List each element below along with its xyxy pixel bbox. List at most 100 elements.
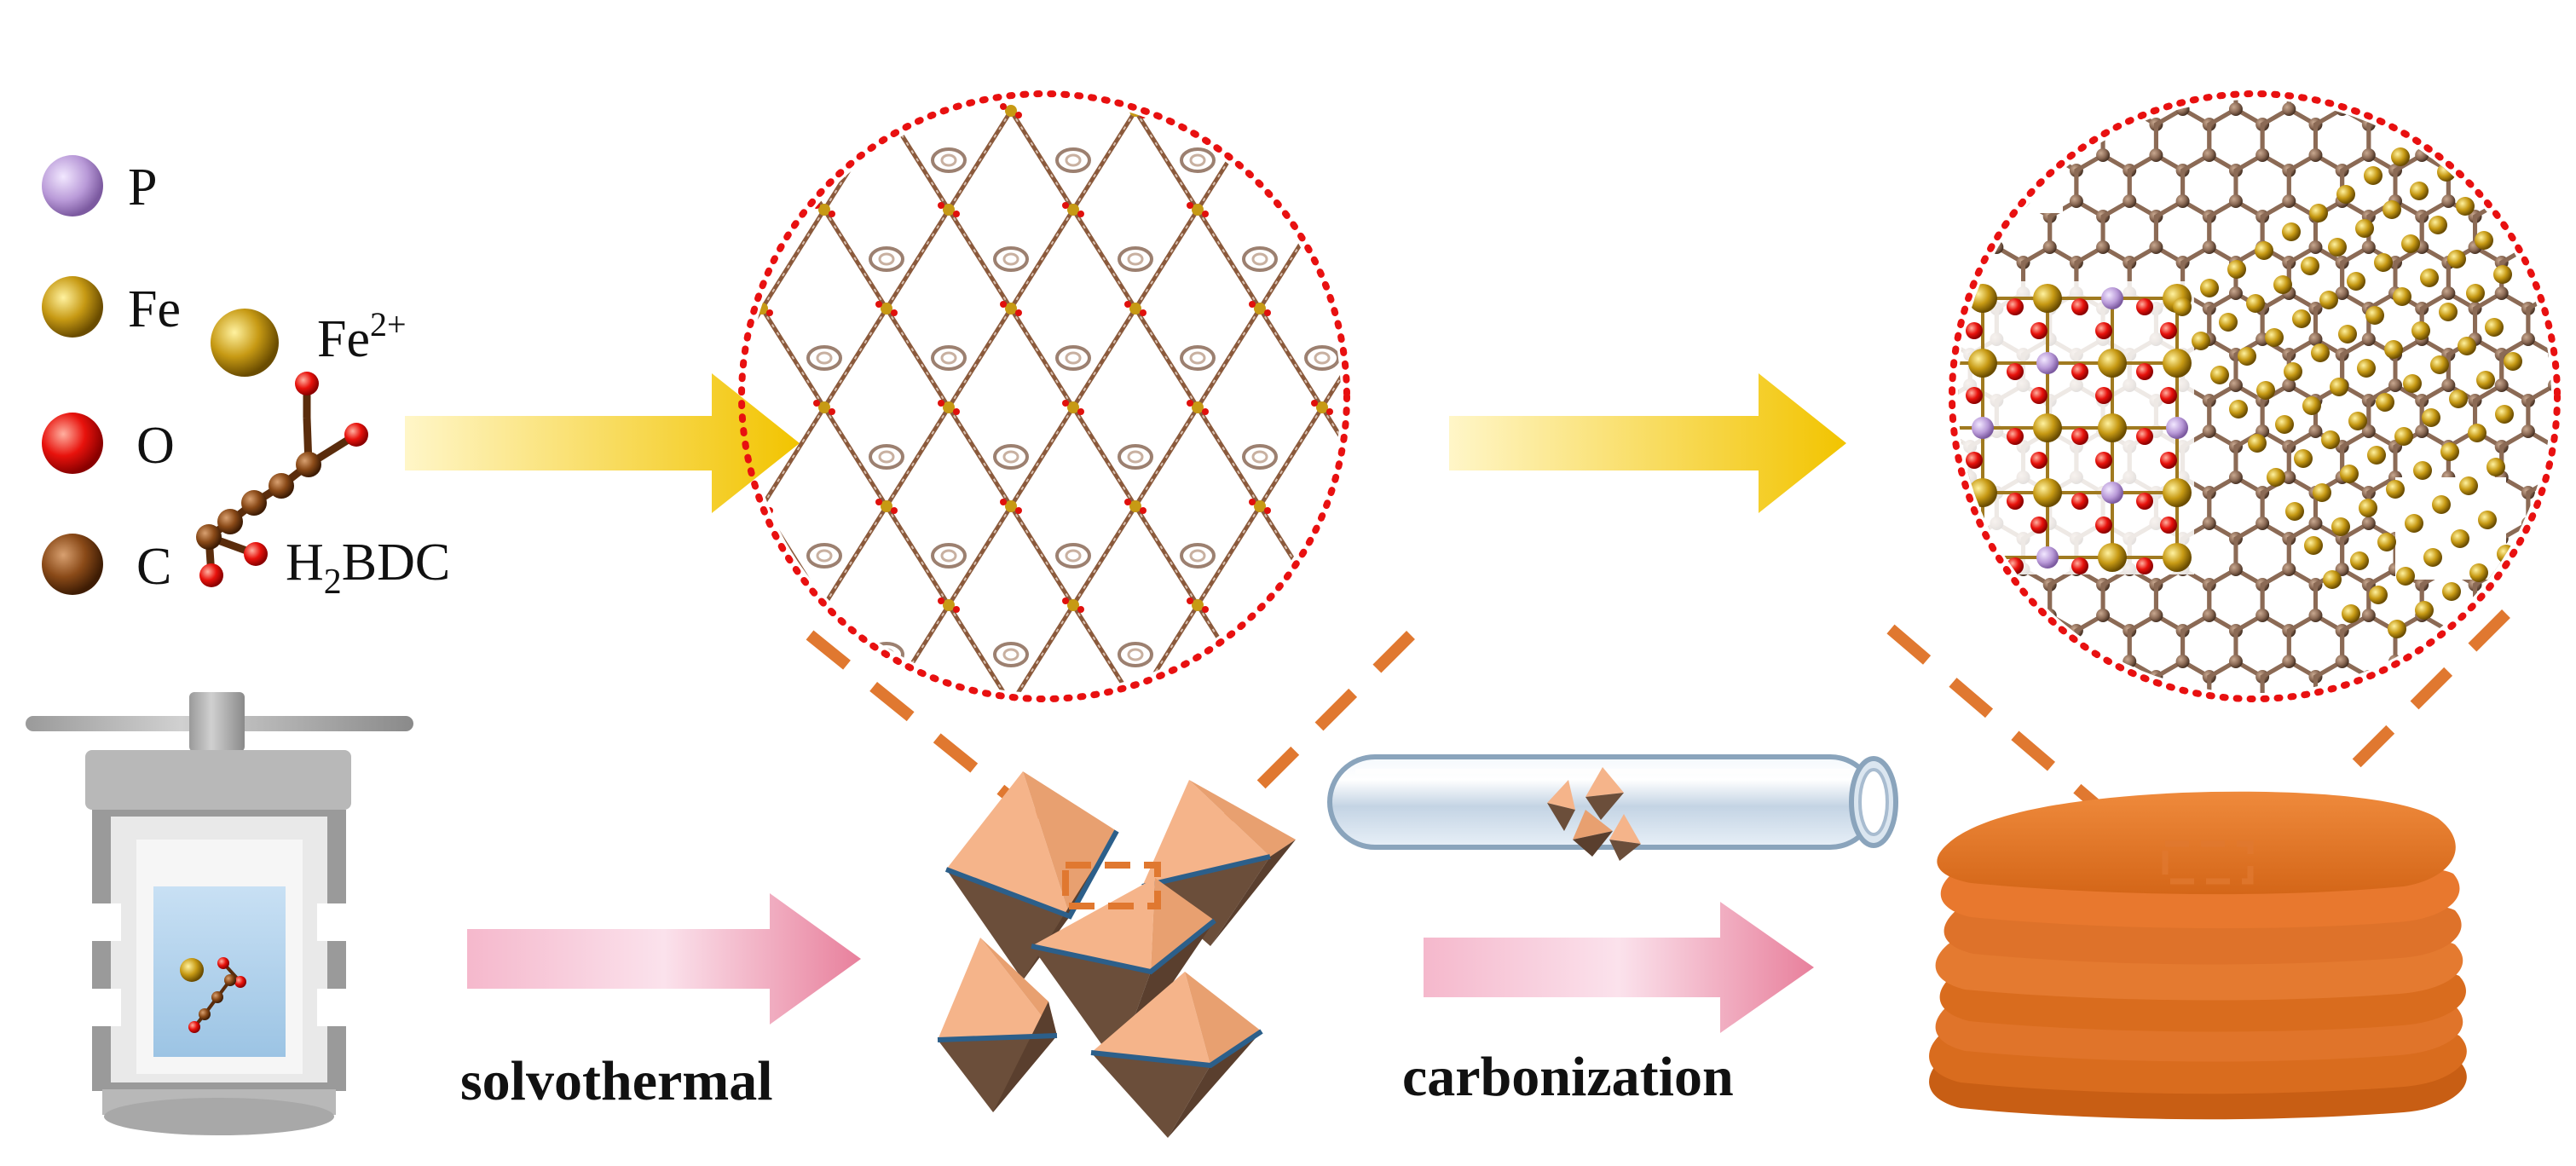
lattice-strut-detail — [886, 308, 950, 408]
fe-particle — [2391, 147, 2410, 166]
step-label-carbonization: carbonization — [1402, 1046, 1734, 1108]
pore-ring — [993, 642, 1029, 667]
pore-ring-inner — [1251, 648, 1268, 661]
carbon-atom — [2335, 655, 2349, 668]
o-node — [1062, 400, 1069, 407]
fe-particle — [2459, 476, 2478, 495]
o-node — [1311, 597, 1318, 604]
pore-ring — [1180, 345, 1216, 371]
o-node — [1124, 301, 1131, 308]
pore-ring-inner — [1189, 549, 1206, 563]
pore-ring-inner — [1002, 648, 1019, 661]
legend-label-fe: Fe — [128, 280, 181, 338]
o-node — [1015, 309, 1022, 316]
fe-atom — [1903, 349, 1932, 378]
pore-ring-inner — [940, 351, 957, 365]
fe-particle — [2347, 272, 2365, 291]
carbon-atom — [1963, 164, 1978, 177]
o-atom — [2136, 428, 2153, 445]
carbon-atom — [2521, 578, 2535, 592]
carbon-atom — [2441, 378, 2456, 392]
fe-particle — [2331, 517, 2350, 536]
carbon-atom — [2521, 332, 2535, 346]
o-node — [1435, 202, 1442, 209]
carbon-atom — [1963, 532, 1978, 545]
carbon-atom — [2468, 118, 2482, 131]
carbon-hexagon — [2446, 100, 2504, 127]
carbon-atom — [1990, 670, 2004, 684]
o-node — [1373, 103, 1380, 110]
fe-node — [881, 303, 892, 315]
carbon-atom — [2548, 286, 2551, 300]
o-atom — [2071, 493, 2088, 510]
o-node — [766, 309, 773, 316]
fe-node — [1254, 105, 1266, 117]
o-node — [1311, 400, 1318, 407]
fe-particle — [2304, 536, 2323, 555]
o-node — [1000, 103, 1007, 110]
zoom-marker-mof — [1062, 862, 1161, 909]
o-atom — [1901, 452, 1918, 469]
o-node — [1015, 705, 1022, 712]
fe-node — [1067, 401, 1079, 413]
fe-particle — [2384, 340, 2403, 359]
carbon-atom — [2042, 240, 2057, 254]
o-atom — [2160, 387, 2177, 404]
fe-particle — [2383, 200, 2401, 219]
carbon-hexagon — [2393, 100, 2451, 127]
fe-particle — [2284, 362, 2302, 381]
o-node — [751, 696, 758, 703]
fe-particle — [2357, 359, 2376, 378]
carbon-atom — [2361, 148, 2376, 162]
o-node — [766, 705, 773, 712]
p-atom — [2036, 546, 2059, 569]
carbon-atom — [2149, 148, 2163, 162]
fe-particle — [2430, 355, 2449, 374]
carbon-atom — [2548, 72, 2562, 85]
fe-atom — [1903, 413, 1932, 442]
h2bdc-atoms — [196, 372, 368, 587]
fe-particle — [2476, 371, 2495, 390]
carbon-hexagon — [2499, 613, 2551, 679]
fe-ion-icon — [211, 309, 279, 377]
lattice-strut-detail — [1384, 309, 1447, 407]
carbon-atom — [2494, 655, 2509, 668]
o-node — [1000, 301, 1007, 308]
arrow-carbonization — [1424, 902, 1814, 1033]
o-node — [1264, 309, 1271, 316]
o-node — [953, 211, 960, 217]
p-atom — [2101, 482, 2123, 504]
o-node — [1000, 499, 1007, 505]
fe-node — [1067, 204, 1079, 216]
lattice-strut-detail — [948, 604, 1012, 693]
carbon-hexagon — [1994, 659, 2053, 693]
fe-particle — [2475, 231, 2493, 250]
carbon-atom — [2335, 286, 2349, 300]
fe-node — [1316, 204, 1328, 216]
fe-node — [1254, 698, 1266, 710]
o-atom — [2095, 517, 2112, 534]
carbon-hexagon — [2499, 153, 2551, 219]
fe-particle — [2415, 601, 2434, 620]
carbon-atom — [1937, 609, 1950, 622]
carbon-atom — [2042, 148, 2057, 162]
lattice-strut-detail — [1259, 308, 1323, 408]
carbon-atom — [2228, 286, 2243, 300]
fe-particle — [2432, 495, 2451, 514]
fe-particle — [2504, 352, 2522, 371]
pore-ring-inner — [878, 450, 895, 464]
o-node — [829, 211, 835, 217]
lattice-strut-detail — [1010, 308, 1074, 408]
carbon-atom — [1937, 517, 1950, 530]
pore-ring — [806, 543, 842, 569]
carbon-atom — [2228, 194, 2243, 208]
carbon-atom — [2282, 194, 2296, 208]
pore-ring — [1180, 543, 1216, 569]
lattice-strut-detail — [886, 209, 950, 309]
fe-atom — [2163, 478, 2192, 507]
fe-atom — [2098, 413, 2127, 442]
lattice-strut — [1384, 506, 1447, 605]
o-node — [1187, 202, 1193, 209]
o-atom — [2160, 517, 2177, 534]
pore-ring-inner — [1378, 452, 1391, 462]
